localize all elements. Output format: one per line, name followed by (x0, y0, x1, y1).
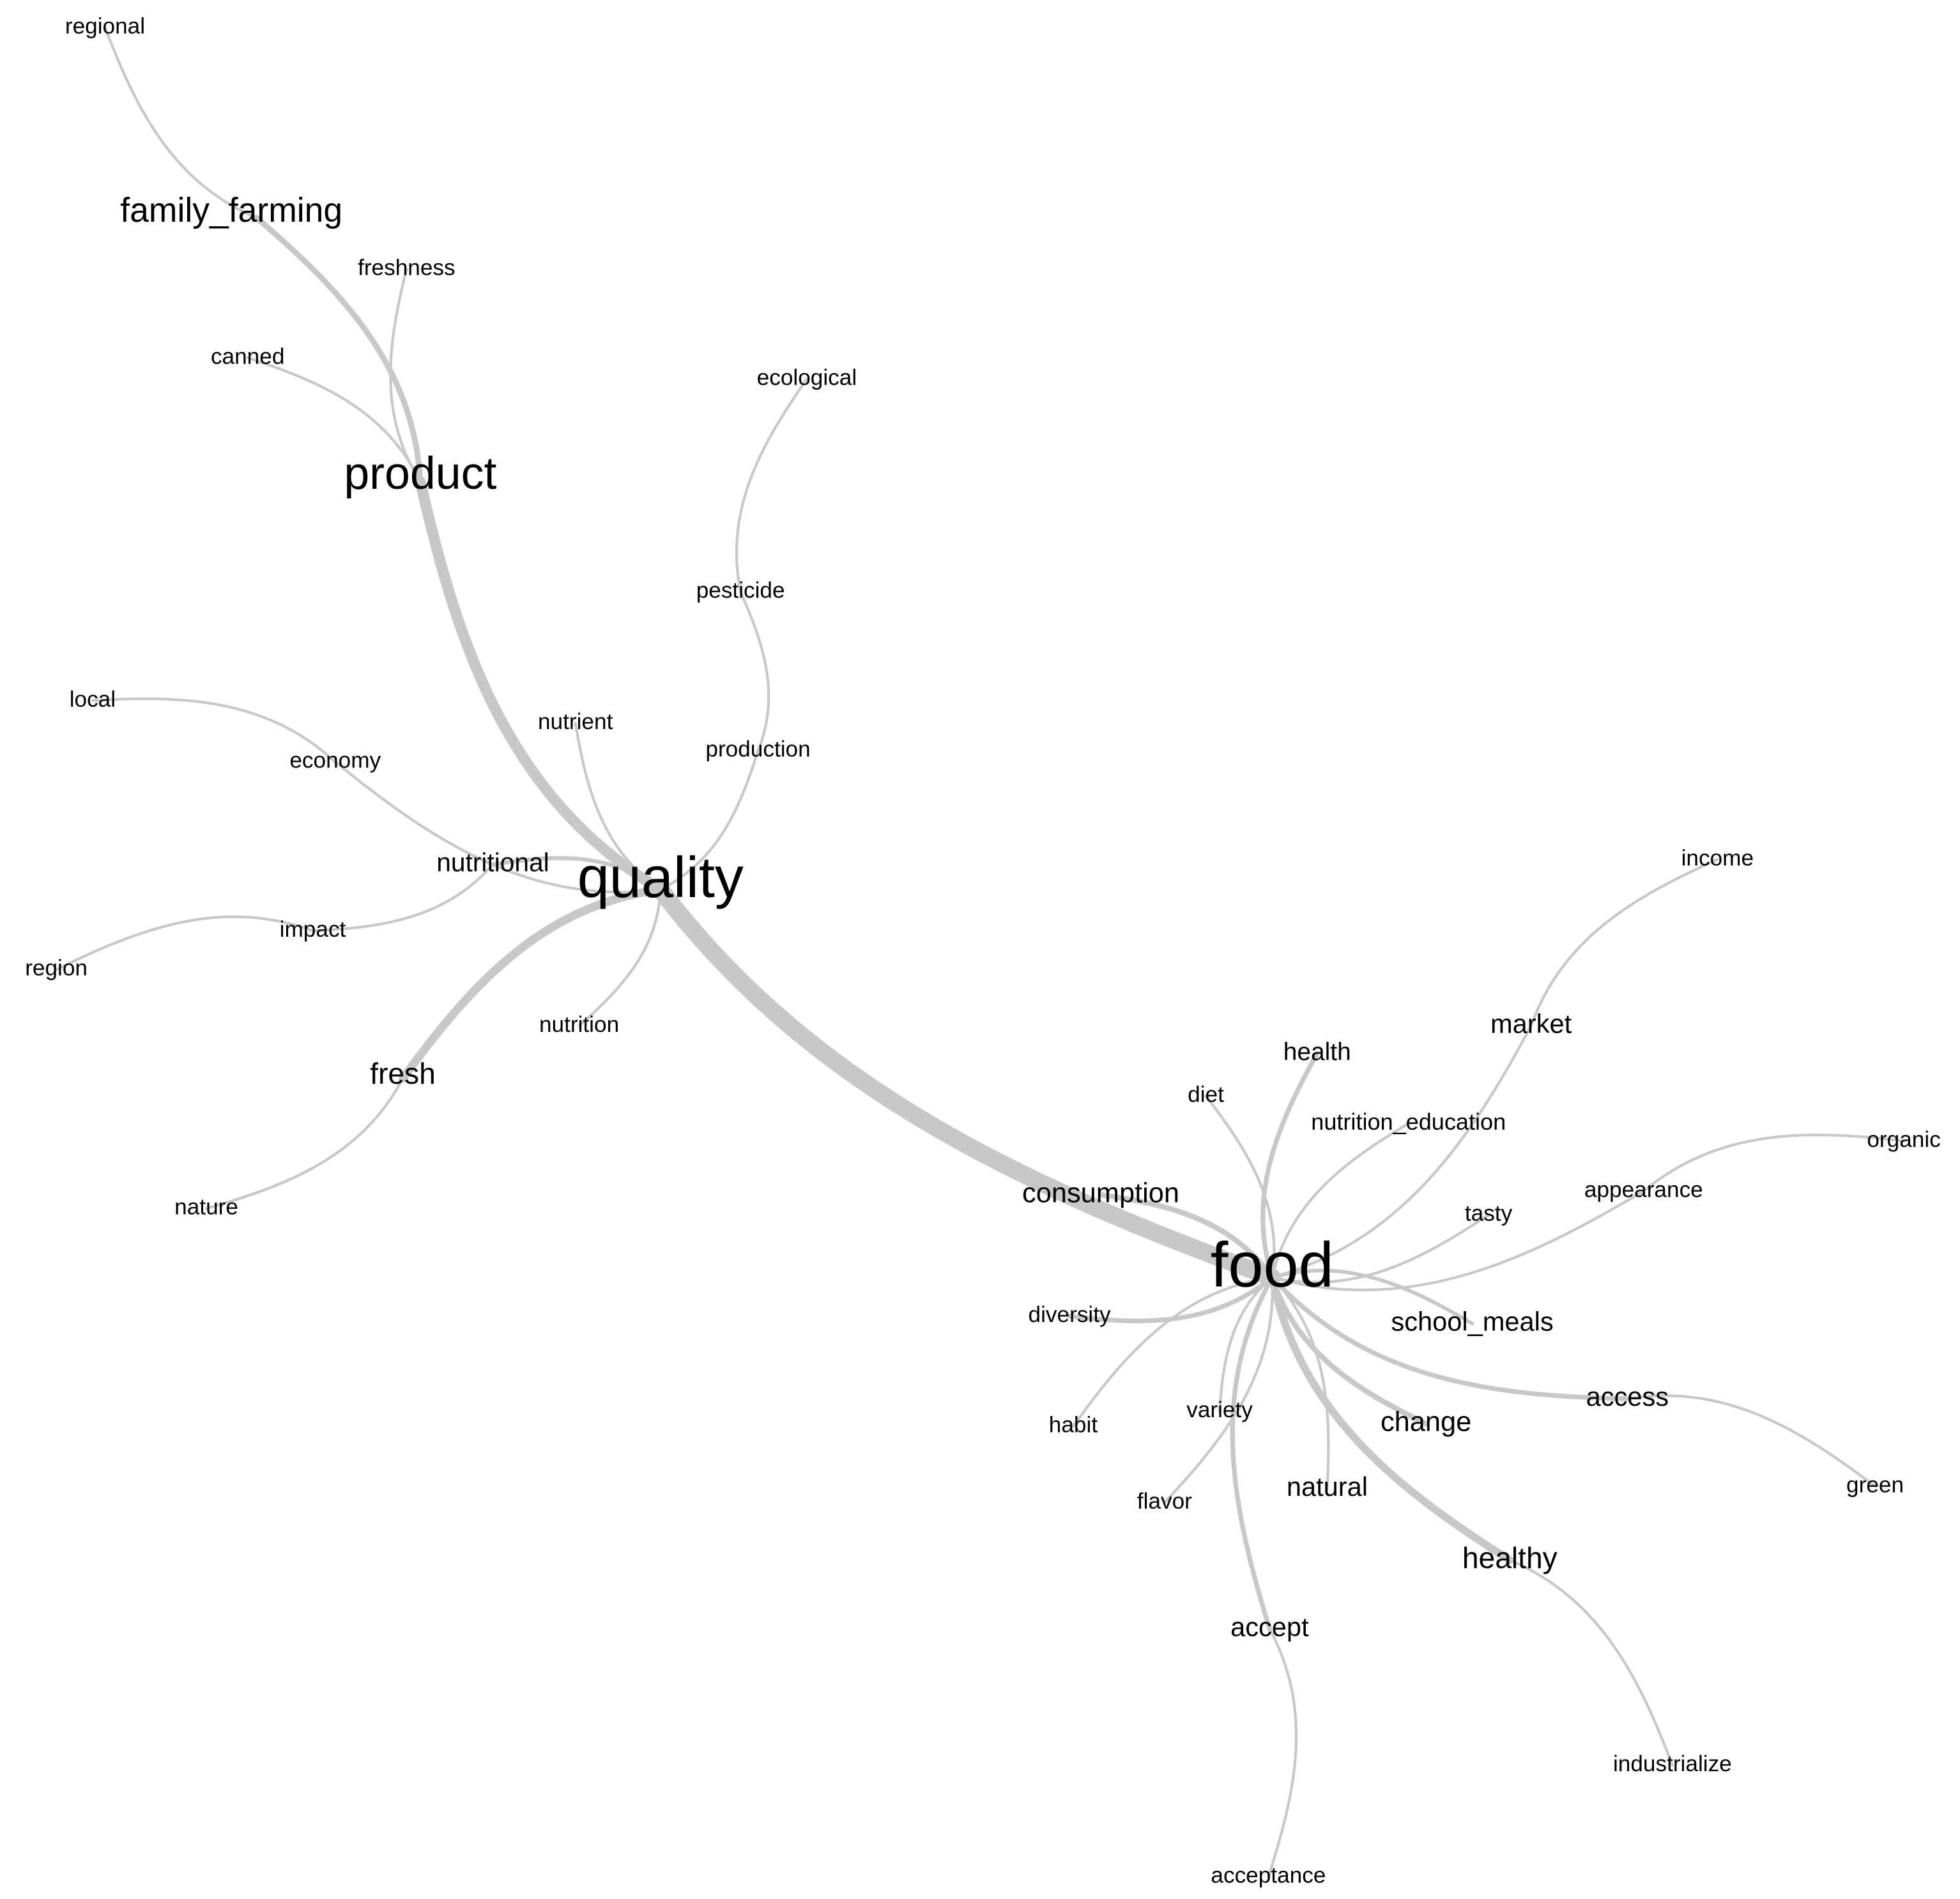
word-family-farming: family_farming (120, 192, 342, 229)
word-change: change (1381, 1407, 1471, 1438)
word-quality: quality (578, 846, 744, 910)
edge-food-diversity (1067, 1275, 1275, 1323)
edge-economy-local (91, 697, 337, 764)
word-accept: accept (1230, 1611, 1309, 1641)
word-local: local (70, 687, 116, 712)
edge-market-income (1529, 858, 1719, 1027)
word-market: market (1490, 1009, 1572, 1039)
word-healthy: healthy (1462, 1541, 1558, 1574)
word-nutrition-education: nutrition_education (1311, 1109, 1506, 1135)
word-green: green (1846, 1472, 1904, 1497)
word-industrialize: industrialize (1613, 1751, 1732, 1776)
word-income: income (1681, 845, 1754, 870)
word-habit: habit (1049, 1412, 1098, 1437)
word-ecological: ecological (757, 365, 857, 390)
word-nutrition: nutrition (539, 1012, 619, 1037)
word-flavor: flavor (1137, 1489, 1192, 1514)
edge-food-tasty (1271, 1213, 1490, 1284)
word-region: region (25, 956, 88, 981)
edge-appearance-organic (1642, 1134, 1906, 1193)
word-access: access (1586, 1381, 1669, 1411)
word-diversity: diversity (1029, 1302, 1111, 1327)
edge-food-nutrition_education (1271, 1122, 1410, 1279)
word-pesticide: pesticide (696, 578, 785, 603)
word-diet: diet (1188, 1082, 1224, 1107)
edge-quality-food (652, 880, 1282, 1286)
edge-fresh-nature (204, 1077, 404, 1210)
edge-food-health (1260, 1050, 1320, 1280)
edge-food-accept (1230, 1275, 1275, 1631)
edge-access-green (1626, 1394, 1877, 1488)
word-school-meals: school_meals (1391, 1307, 1553, 1337)
edge-quality-economy (333, 760, 662, 894)
edge-food-school_meals (1270, 1268, 1474, 1326)
edge-food-habit (1071, 1276, 1274, 1428)
word-impact: impact (280, 917, 346, 942)
word-organic: organic (1867, 1127, 1940, 1152)
word-nutritional: nutritional (436, 848, 549, 877)
edge-food-healthy (1268, 1273, 1514, 1564)
word-health: health (1283, 1038, 1351, 1066)
word-variety: variety (1186, 1397, 1253, 1422)
word-regional: regional (65, 13, 145, 38)
edge-quality-nutrient (574, 721, 662, 891)
word-production: production (705, 737, 810, 762)
word-tasty: tasty (1465, 1201, 1513, 1226)
edge-healthy-industrialize (1508, 1558, 1674, 1767)
word-natural: natural (1287, 1472, 1368, 1502)
edge-pesticide-ecological (735, 378, 809, 594)
edge-quality-nutrition (578, 888, 662, 1027)
edge-food-change (1269, 1274, 1429, 1427)
word-product: product (344, 448, 496, 499)
edge-food-flavor (1163, 1276, 1274, 1504)
word-nature: nature (174, 1195, 238, 1220)
edge-food-market (1271, 1024, 1533, 1279)
word-food: food (1211, 1230, 1334, 1301)
edge-impact-region (55, 915, 314, 971)
word-economy: economy (289, 748, 381, 773)
edge-food-natural (1271, 1276, 1330, 1491)
word-consumption: consumption (1022, 1178, 1179, 1208)
edge-food-appearance (1271, 1189, 1645, 1291)
edge-quality-product (415, 476, 666, 895)
edge-quality-production (659, 749, 760, 891)
edge-production-pesticide (739, 590, 770, 752)
edge-product-family_farming (253, 215, 424, 485)
word-nutrient: nutrient (538, 709, 613, 734)
edge-product-freshness (389, 267, 422, 483)
edge-layer (55, 26, 1906, 1879)
edge-quality-nutritional (491, 856, 662, 892)
edge-family_farming-regional (103, 26, 258, 219)
word-appearance: appearance (1584, 1177, 1703, 1202)
edge-food-variety (1218, 1276, 1274, 1413)
word-fresh: fresh (370, 1057, 436, 1090)
word-freshness: freshness (358, 255, 456, 280)
word-acceptance: acceptance (1211, 1863, 1326, 1887)
edge-quality-fresh (398, 885, 665, 1083)
edge-accept-acceptance (1267, 1627, 1298, 1879)
edge-nutritional-impact (311, 863, 494, 932)
edge-food-access (1269, 1275, 1630, 1401)
edge-product-canned (246, 356, 422, 483)
edge-food-consumption (1098, 1192, 1275, 1280)
edge-food-diet (1204, 1095, 1276, 1279)
label-layer: regional family_farming freshness canned pro… (25, 13, 1941, 1887)
word-canned: canned (211, 344, 284, 369)
